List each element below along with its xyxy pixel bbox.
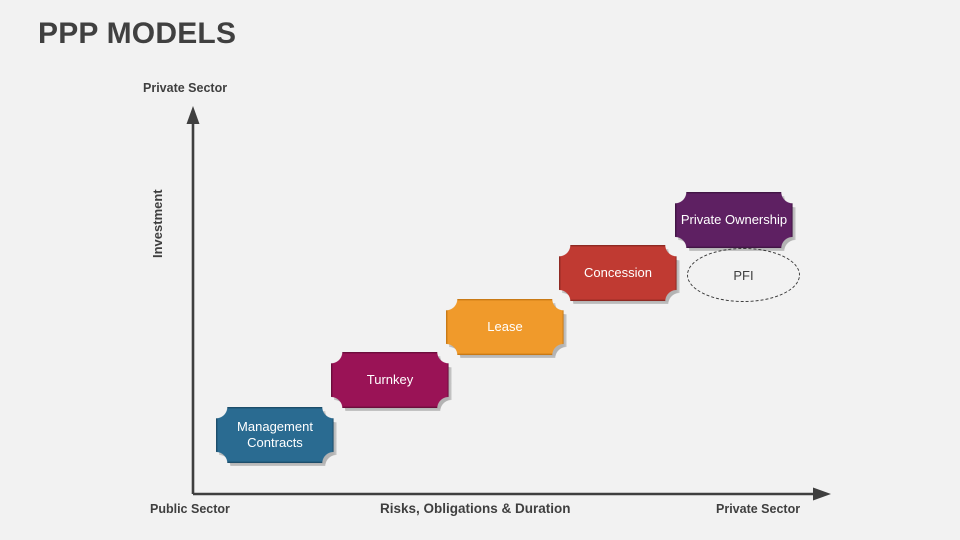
pfi-callout-ellipse[interactable]: PFI [687,248,800,302]
page-title: PPP MODELS [38,17,237,50]
y-axis-title: Investment [150,189,165,258]
x-axis-title: Risks, Obligations & Duration [380,501,571,516]
step-box-concession[interactable]: Concession [559,245,677,301]
step-box-turnkey[interactable]: Turnkey [331,352,449,408]
step-label: Management Contracts [237,418,313,450]
step-label: Private Ownership [680,211,788,227]
x-axis-right-label: Private Sector [716,502,801,516]
step-box-management-contracts[interactable]: Management Contracts [216,407,334,463]
pfi-label: PFI [733,267,754,283]
step-box-lease[interactable]: Lease [446,299,564,355]
step-box-private-ownership[interactable]: Private Ownership [675,192,793,248]
x-axis-left-label: Public Sector [150,502,230,516]
step-label: Concession [584,264,652,280]
step-label: Lease [487,318,523,334]
y-axis-top-label: Private Sector [143,81,228,95]
step-label: Turnkey [366,371,414,387]
x-axis-arrowhead [813,487,831,501]
y-axis-arrowhead [186,106,200,124]
